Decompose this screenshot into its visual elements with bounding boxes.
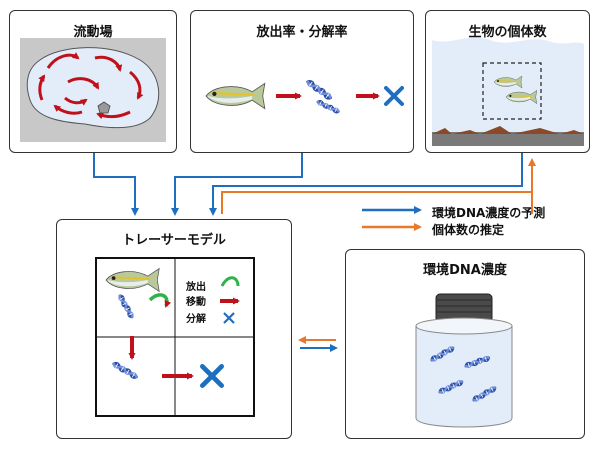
key-release-label: 放出	[185, 280, 206, 293]
sample-jar	[415, 293, 513, 428]
model-key: 放出 移動 分解	[185, 276, 240, 325]
shedding-decay-title: 放出率・分解率	[256, 25, 348, 40]
abundance-title: 生物の個体数	[468, 25, 547, 40]
abundance-illustration	[432, 37, 584, 146]
legend-prediction-label: 環境DNA濃度の予測	[432, 206, 546, 220]
key-transport-label: 移動	[186, 295, 206, 308]
tracer-model-grid	[95, 257, 255, 417]
shedding-decay-illustration	[204, 78, 404, 115]
input-arrows	[93, 153, 536, 216]
tracer-model-title: トレーサーモデル	[122, 233, 226, 248]
flow-field-title: 流動場	[73, 25, 113, 40]
key-decay-label: 分解	[186, 312, 206, 325]
flow-field-illustration	[20, 38, 166, 142]
edna-concentration-title: 環境DNA濃度	[423, 263, 507, 278]
shedding-decay-panel: 放出率・分解率	[190, 10, 414, 153]
key-release-icon	[220, 276, 240, 287]
legend-estimation-label: 個体数の推定	[432, 223, 505, 237]
